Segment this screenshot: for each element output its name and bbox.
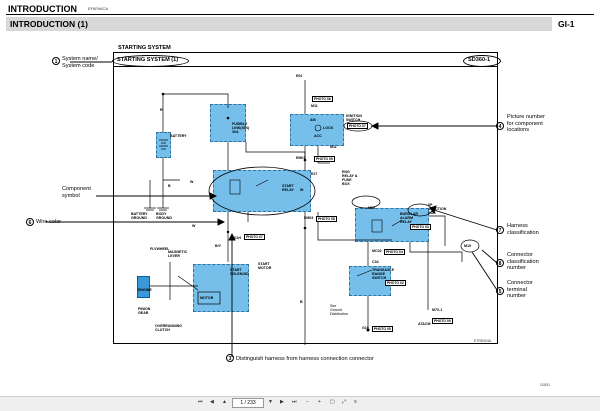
callout-8-text: Connector classification number — [507, 252, 539, 272]
photo-ref-08: PHOTO 08 — [316, 216, 337, 222]
figure-code: ETRE004A — [474, 339, 491, 343]
callout-2-text: Component symbol — [62, 186, 91, 199]
connector-e01h: E01H — [232, 236, 241, 240]
callout-1-badge: 1 — [52, 57, 60, 66]
photo-ref-05: PHOTO 05 — [314, 156, 335, 162]
diagram-frame — [113, 52, 498, 344]
connector-c34: C34 — [372, 260, 379, 264]
label-eng-fuse-box: ENG RELAY & FUSE BOX — [342, 170, 358, 186]
zoom-in-icon[interactable]: + — [318, 399, 321, 405]
connector-m11-mid: M11 — [330, 145, 337, 149]
label-start-relay: START RELAY — [282, 184, 294, 192]
connector-e02: E02 — [296, 74, 303, 78]
wire-color-b2: B — [300, 300, 303, 304]
label-start-solenoid: START SOLENOID — [230, 268, 249, 276]
label-ignition-switch: IGNITION SWITCH — [346, 114, 362, 122]
wire-color-by: B/Y — [215, 244, 221, 248]
label-engine: ENGINE — [138, 288, 152, 292]
page-header-title: INTRODUCTION — [8, 4, 77, 14]
photo-ref-04: PHOTO 04 — [384, 249, 405, 255]
label-flywheel: FLYWHEEL — [150, 247, 170, 251]
callout-5-badge: 5 — [496, 287, 504, 296]
callout-6-text: Wire color — [36, 219, 62, 225]
battery-area — [156, 132, 171, 158]
connector-m19: M19 — [368, 206, 375, 210]
label-transaxle-switch: TRANSAXLE RANGE SWITCH — [372, 268, 394, 280]
connector-atacm: ATACM — [418, 322, 431, 326]
callout-3-badge: 3 — [226, 354, 234, 363]
page-down-icon[interactable]: ▼ — [268, 399, 273, 405]
fullscreen-icon[interactable]: ⤢ — [342, 399, 347, 405]
zoom-out-icon[interactable]: − — [306, 399, 309, 405]
next-page-icon[interactable]: ▶ — [280, 399, 284, 405]
diagram-code: SD360-1 — [468, 57, 491, 63]
callout-8-badge: 8 — [496, 259, 504, 268]
callout-1-text: System name/ System code — [62, 56, 98, 69]
connector-e27: E27 — [311, 172, 318, 176]
label-burglar-relay: BURGLAR ALARM RELAY — [400, 212, 418, 224]
fit-page-icon[interactable]: ▢ — [330, 399, 335, 405]
page-footer-code: GGI01 — [540, 383, 550, 387]
header-rule — [6, 14, 594, 15]
label-am: AM — [310, 118, 316, 122]
photo-ref-07b: PHOTO 07 — [347, 123, 368, 129]
page-up-icon[interactable]: ▲ — [222, 399, 227, 405]
photo-ref-02: PHOTO 02 — [385, 280, 406, 286]
label-battery-ground: BATTERY GROUND — [131, 212, 148, 220]
callout-4-text: Picture number for component locations — [507, 114, 545, 134]
connector-g10: G10 — [362, 326, 369, 330]
label-acc: ACC — [314, 134, 322, 138]
label-start-motor: START MOTOR — [258, 262, 272, 270]
section-band — [6, 17, 552, 31]
label-see-ground: See Ground Distribution — [330, 304, 348, 316]
callout-3-text: Distinguish harness from harness connect… — [236, 356, 374, 362]
system-title: STARTING SYSTEM — [118, 45, 171, 51]
connector-mc02: MC02 — [372, 249, 382, 253]
page-header-code: EF6FA6CA — [88, 6, 109, 11]
label-lock: LOCK — [323, 126, 334, 130]
label-battery: BATTERY — [170, 134, 187, 138]
connector-em01: EM01 — [296, 156, 306, 160]
wire-color-r: R — [160, 108, 163, 112]
callout-4-badge: 4 — [496, 122, 504, 131]
label-overrunning-clutch: OVERRUNNING CLUTCH — [155, 324, 182, 332]
connector-em03: EM03 — [304, 216, 314, 220]
wire-color-b: B — [168, 184, 171, 188]
menu-icon[interactable]: ≡ — [354, 399, 357, 405]
prev-page-icon[interactable]: ◀ — [210, 399, 214, 405]
label-magnetic-lever: MAGNETIC LEVER — [168, 250, 188, 258]
label-body-ground: BODY GROUND — [156, 212, 172, 220]
callout-7-text: Harness classification — [507, 223, 539, 236]
photo-ref-07: PHOTO 07 — [244, 234, 265, 240]
label-pinion-gear: PINION GEAR — [138, 307, 151, 315]
start-relay-area — [213, 170, 311, 212]
connector-m19-terminal: M19 — [464, 244, 471, 248]
photo-ref-05b: PHOTO 05 — [372, 326, 393, 332]
connector-m11-top: M11 — [311, 104, 318, 108]
system-name-box: STARTING SYSTEM (1) — [117, 57, 179, 63]
photo-ref-06: PHOTO 06 — [312, 96, 333, 102]
section-page-code: GI-1 — [558, 19, 575, 29]
ignition-switch-area — [290, 114, 344, 146]
label-motor: MOTOR — [200, 296, 214, 300]
photo-ref-09: PHOTO 09 — [432, 318, 453, 324]
section-title: INTRODUCTION (1) — [10, 19, 88, 29]
first-page-icon[interactable]: ⏮ — [198, 399, 203, 405]
photo-ref-03: PHOTO 03 — [410, 224, 431, 230]
callout-6-badge: 6 — [26, 218, 34, 227]
connector-m70-1: M70-1 — [432, 308, 443, 312]
wire-color-w3: W — [300, 188, 304, 192]
label-ipjb: I/P JUNCTION BOX — [428, 203, 447, 215]
callout-7-badge: 7 — [496, 226, 504, 235]
wire-color-w2: W — [192, 224, 196, 228]
page-number-input[interactable]: 1 / 233 — [232, 398, 264, 408]
wire-color-w1: W — [190, 180, 194, 184]
callout-5-text: Connector terminal number — [507, 280, 533, 300]
label-fusible-link: FUSIBLE LINK(IGN) 30A — [232, 122, 250, 134]
engine-block — [137, 276, 150, 298]
viewer-toolbar — [0, 396, 600, 411]
fusible-link-area — [210, 104, 246, 142]
last-page-icon[interactable]: ⏭ — [292, 399, 297, 405]
